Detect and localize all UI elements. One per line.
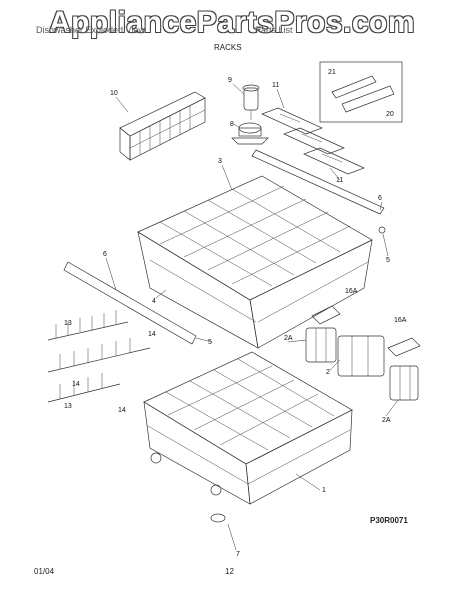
- callout-label: 16A: [345, 288, 358, 295]
- callout-label: 11: [336, 177, 343, 184]
- callout-label: 3: [218, 158, 222, 165]
- part-13-tines: [47, 310, 151, 403]
- part-8-hub: [231, 122, 269, 145]
- callout-label: 10: [110, 90, 118, 97]
- section-title: RACKS: [214, 43, 242, 52]
- header-left-text: Dishwasher Exploded View: [36, 25, 145, 35]
- callout-label: 14: [148, 331, 156, 338]
- callout-label: 9: [228, 77, 232, 84]
- watermark-text: AppliancePartsPros.com: [48, 6, 416, 39]
- inset-box-21-20: [319, 61, 403, 123]
- part-11-clips: [261, 107, 365, 175]
- part-10-basket: [119, 91, 206, 161]
- footer-date: 01/04: [34, 567, 55, 576]
- part-1-lower-rack: [143, 351, 353, 523]
- part-2-baskets: [305, 305, 421, 401]
- callout-label: 21: [328, 69, 336, 76]
- callout-label: 14: [72, 381, 80, 388]
- callout-label: 13: [64, 320, 72, 327]
- callout-label: 2A: [382, 417, 391, 424]
- part-3-upper-rack: [137, 175, 373, 349]
- part-6-rail-top: [251, 149, 386, 234]
- callout-label: 6: [378, 195, 382, 202]
- callout-label: 8: [230, 121, 234, 128]
- callout-label: 6: [103, 251, 107, 258]
- callout-label: 14: [118, 407, 126, 414]
- leader-lines: [105, 83, 399, 551]
- diagram-code: P30R0071: [370, 516, 408, 525]
- callout-label: 16A: [394, 317, 407, 324]
- header-right-text: Parts List: [255, 25, 293, 35]
- callout-label: 5: [208, 339, 212, 346]
- callout-labels: 10 9 11 21 20 8 3 11 6 5 6 16A 4 13 14 5…: [64, 69, 407, 558]
- footer-page-number: 12: [225, 567, 234, 576]
- callout-label: 2: [326, 369, 330, 376]
- callout-label: 5: [386, 257, 390, 264]
- callout-label: 11: [272, 82, 279, 89]
- callout-label: 2A: [284, 335, 293, 342]
- callout-label: 1: [322, 487, 326, 494]
- part-9-tube: [242, 84, 260, 120]
- callout-label: 20: [386, 111, 394, 118]
- part-6-rail-left: [63, 261, 197, 345]
- callout-label: 4: [152, 298, 156, 305]
- callout-label: 13: [64, 403, 72, 410]
- callout-label: 7: [236, 551, 240, 558]
